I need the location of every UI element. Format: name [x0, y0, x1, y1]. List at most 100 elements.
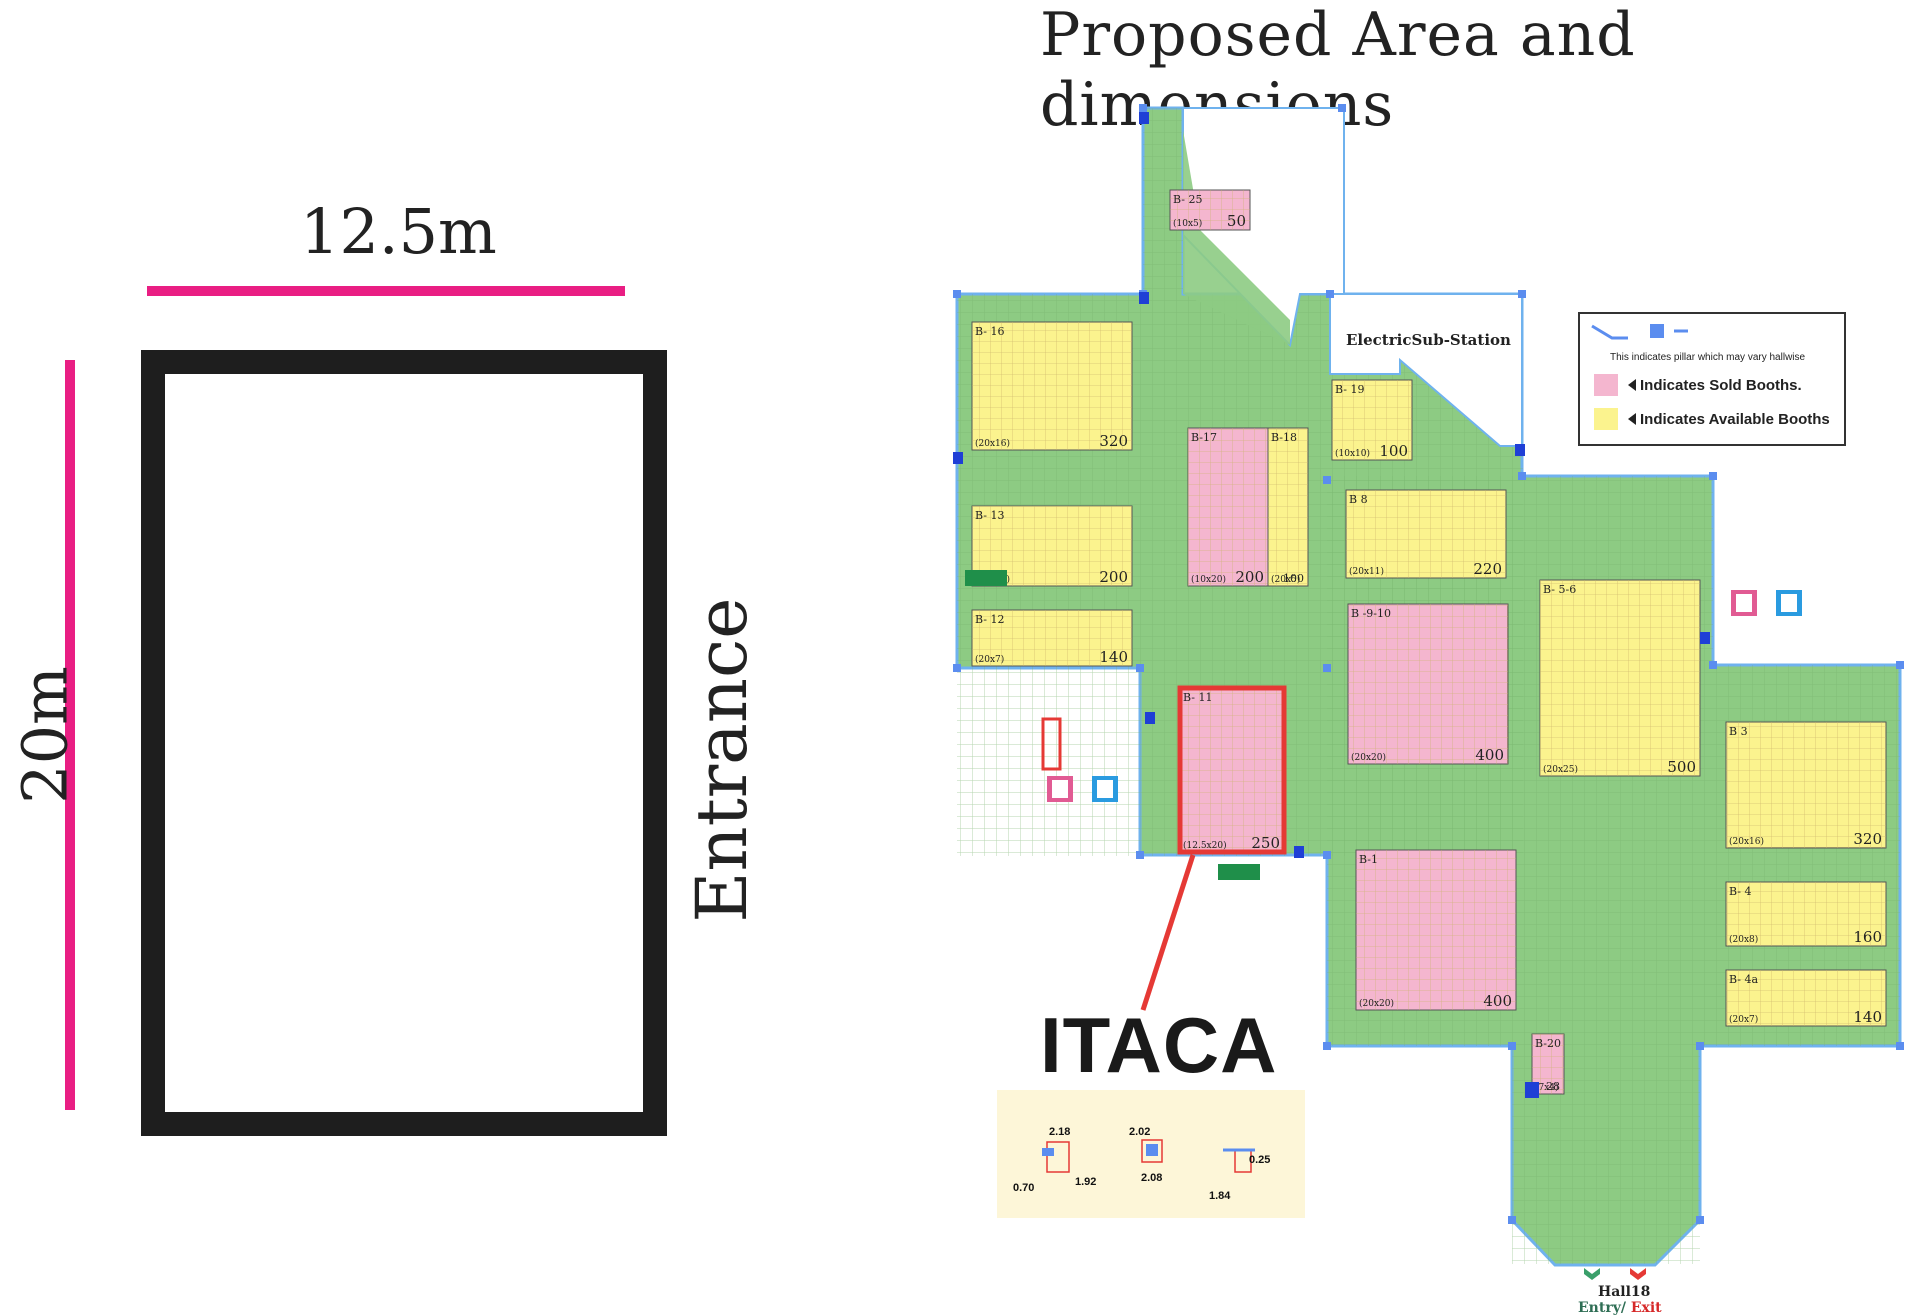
- legend-sold-swatch: [1594, 374, 1618, 396]
- booth-area: 200: [1235, 568, 1264, 586]
- pillar-dimension-sketches: [1042, 1139, 1255, 1173]
- width-dimension-line: [147, 286, 625, 296]
- booth-area: 200: [1099, 568, 1128, 586]
- booth: B- 12 (20x7) 140: [971, 609, 1133, 667]
- booth-area: 50: [1227, 212, 1246, 230]
- legend-available-label: Indicates Available Booths: [1640, 410, 1830, 428]
- booth-size: (20x11): [1349, 566, 1384, 577]
- booth-id: B- 5-6: [1543, 583, 1576, 596]
- booth: B 3 (20x16) 320: [1725, 721, 1887, 849]
- booth-area: 400: [1475, 746, 1504, 764]
- fire-exit-sign: [1218, 864, 1260, 880]
- booth-size: (10x5): [1173, 218, 1202, 229]
- booth-area: 100: [1283, 572, 1304, 585]
- booth: B- 4a (20x7) 140: [1725, 969, 1887, 1027]
- booth: B-17 (10x20) 200: [1187, 427, 1269, 587]
- booth-id: B- 19: [1335, 383, 1365, 396]
- booth-id: B 3: [1729, 725, 1748, 738]
- booth-id: B- 13: [975, 509, 1005, 522]
- pillar-dimension-box: 2.18 0.70 1.92 2.02 2.08 0.25 1.84: [997, 1090, 1305, 1218]
- legend-available-swatch: [1594, 408, 1618, 430]
- booth-id: B-20: [1535, 1037, 1561, 1050]
- booth: B- 16 (20x16) 320: [971, 321, 1133, 451]
- booth: B -9-10 (20x20) 400: [1347, 603, 1509, 765]
- booth-id: B- 25: [1173, 193, 1203, 206]
- dim-value: 2.02: [1129, 1126, 1151, 1138]
- booth-size: (20x16): [1729, 836, 1764, 847]
- dim-value: 1.92: [1075, 1176, 1097, 1188]
- booth-area: 320: [1099, 432, 1128, 450]
- booth-size: (20x25): [1543, 764, 1578, 775]
- pillar-icon: [1591, 324, 1688, 340]
- booth-size: (20x7): [975, 654, 1004, 665]
- dim-value: 1.84: [1209, 1190, 1231, 1202]
- dim-value: 2.18: [1049, 1126, 1071, 1138]
- legend-available: Indicates Available Booths: [1594, 408, 1830, 430]
- booth-size: (12.5x20): [1183, 840, 1227, 851]
- booth: B- 25 (10x5) 50: [1169, 189, 1251, 231]
- booth-id: B- 16: [975, 325, 1005, 338]
- red-marker: [1041, 717, 1062, 771]
- entry-exit-label: Entry/ Exit: [1578, 1300, 1662, 1316]
- height-dimension-line: [65, 360, 75, 1110]
- booth-area: 160: [1853, 928, 1882, 946]
- legend-pillar-note: This indicates pillar which may vary hal…: [1610, 352, 1806, 363]
- fire-exit-sign: [965, 570, 1007, 586]
- exit-label: Exit: [1630, 1300, 1662, 1316]
- entry-arrows-icon: [1584, 1268, 1646, 1280]
- booth-size: (10x10): [1335, 448, 1370, 459]
- booth-id: B-17: [1191, 431, 1217, 444]
- booth-id: B- 4: [1729, 885, 1752, 898]
- width-dimension-label: 12.5m: [300, 195, 497, 268]
- booth-area: 400: [1483, 992, 1512, 1010]
- booth: B 8 (20x11) 220: [1345, 489, 1507, 579]
- booth-size: (20x16): [975, 438, 1010, 449]
- booth-id: B- 4a: [1729, 973, 1758, 986]
- entry-label: Entry/: [1578, 1300, 1626, 1316]
- hall-name: Hall18: [1598, 1284, 1651, 1300]
- booth: B- 4 (20x8) 160: [1725, 881, 1887, 947]
- booth: B- 19 (10x10) 100: [1331, 379, 1413, 461]
- booth-size: (20x7): [1729, 1014, 1758, 1025]
- booth-size: (20x20): [1351, 752, 1386, 763]
- booth-size: (20x20): [1359, 998, 1394, 1009]
- booth-id: B- 11: [1183, 691, 1213, 704]
- booth-size: (7x4): [1535, 1082, 1559, 1093]
- booth-area: 100: [1379, 442, 1408, 460]
- booth-area: 28: [1546, 1080, 1560, 1093]
- booth-area: 250: [1251, 834, 1280, 852]
- booth-area: 500: [1667, 758, 1696, 776]
- booth-area: 320: [1853, 830, 1882, 848]
- booth-id: B 8: [1349, 493, 1368, 506]
- booth-outline: [141, 350, 667, 1136]
- booth-area: 220: [1473, 560, 1502, 578]
- itaca-highlight: [1177, 685, 1287, 855]
- booth: B- 5-6 (20x25) 500: [1539, 579, 1701, 777]
- booth-id: B-1: [1359, 853, 1378, 866]
- electric-substation-label: ElectricSub-Station: [1346, 331, 1511, 349]
- booth-area: 140: [1853, 1008, 1882, 1026]
- arrow-left-icon: [1628, 413, 1636, 425]
- dim-value: 2.08: [1141, 1172, 1163, 1184]
- booth-size: (20x8): [1729, 934, 1758, 945]
- booth-id: B- 12: [975, 613, 1005, 626]
- arrow-left-icon: [1628, 379, 1636, 391]
- booth-id: B-18: [1271, 431, 1297, 444]
- booth: B-18 (20x5)100: [1267, 427, 1309, 587]
- booth: B-1 (20x20) 400: [1355, 849, 1517, 1011]
- legend: This indicates pillar which may vary hal…: [1578, 312, 1846, 446]
- booth-size: (10x20): [1191, 574, 1226, 585]
- booth-size: (20x5): [1271, 574, 1300, 585]
- electric-substation: [1329, 293, 1523, 447]
- booth-id: B -9-10: [1351, 607, 1391, 620]
- booth: B- 11 (12.5x20) 250: [1179, 687, 1285, 853]
- dim-value: 0.25: [1249, 1154, 1271, 1166]
- itaca-label: ITACA: [1040, 1001, 1278, 1089]
- legend-sold: Indicates Sold Booths.: [1594, 374, 1802, 396]
- toilet-icons-left: [1047, 776, 1118, 802]
- booth-area: 140: [1099, 648, 1128, 666]
- toilet-icons-right: [1731, 590, 1802, 616]
- dim-value: 0.70: [1013, 1182, 1035, 1194]
- page-title: Proposed Area and dimensions: [1040, 0, 1636, 140]
